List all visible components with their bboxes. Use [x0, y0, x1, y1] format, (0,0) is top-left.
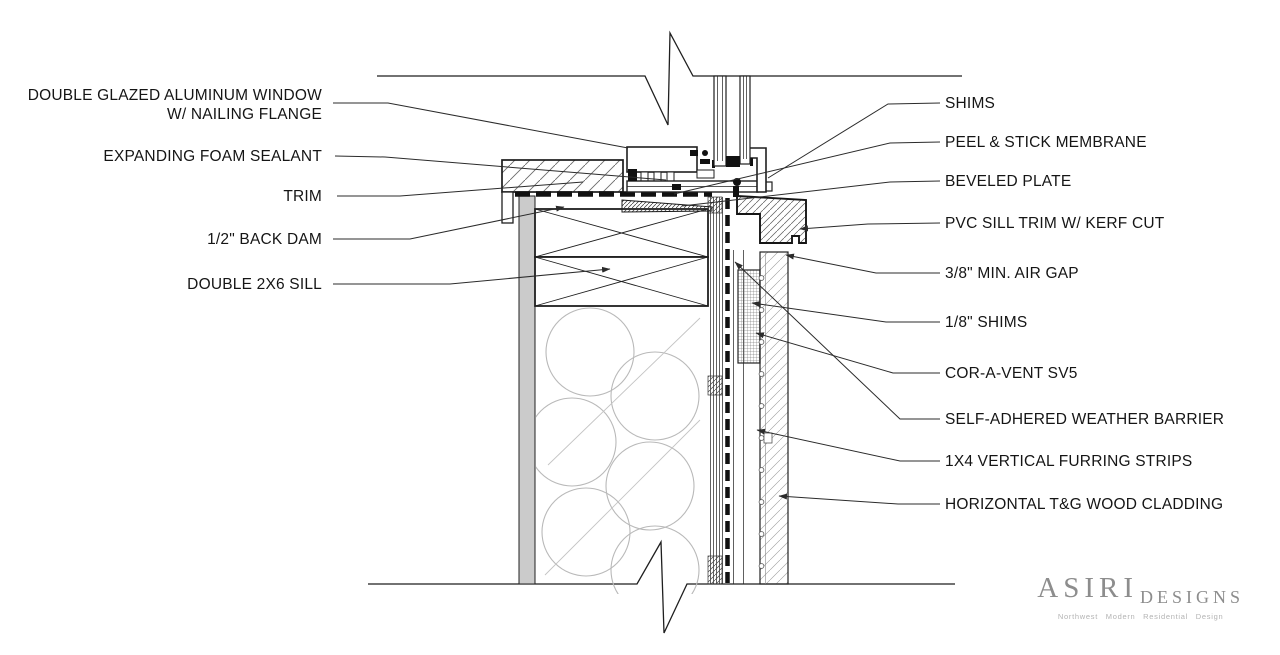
pvc-sill-trim: [736, 194, 807, 244]
leader-shims-18: [751, 301, 940, 323]
double-2x6-sill: [534, 208, 709, 307]
leader-trim: [337, 181, 584, 197]
label-window: DOUBLE GLAZED ALUMINUM WINDOW W/ NAILING…: [28, 86, 322, 124]
label-foam-sealant: EXPANDING FOAM SEALANT: [103, 148, 322, 165]
leader-window: [333, 102, 629, 149]
glazing-spacer: [726, 156, 740, 167]
leader-cor-a-vent: [755, 332, 940, 374]
asiri-designs-logo: ASIRI DESIGNS Northwest Modern Residenti…: [1037, 572, 1244, 621]
logo-tagline: Northwest Modern Residential Design: [1057, 612, 1224, 621]
sheathing-strip: [518, 195, 536, 585]
leader-cladding: [778, 493, 940, 505]
label-beveled-plate: BEVELED PLATE: [945, 173, 1072, 190]
label-window-line1: DOUBLE GLAZED ALUMINUM WINDOW: [27, 87, 322, 104]
glazing-inner-pane: [739, 75, 751, 165]
bottom-break-line: [368, 539, 955, 634]
label-wood-cladding: HORIZONTAL T&G WOOD CLADDING: [945, 496, 1224, 513]
leader-lines-left: [333, 102, 667, 285]
logo-wordmark: ASIRI DESIGNS: [1037, 572, 1244, 607]
label-cor-a-vent: COR-A-VENT SV5: [945, 365, 1078, 382]
logo-word2: DESIGNS: [1139, 587, 1244, 607]
glazing-unit: [713, 75, 751, 167]
label-window-line2: W/ NAILING FLANGE: [167, 106, 322, 123]
label-membrane: PEEL & STICK MEMBRANE: [945, 134, 1147, 151]
cor-a-vent: [737, 269, 761, 364]
leader-weather-barrier: [734, 261, 940, 420]
label-trim: TRIM: [283, 188, 322, 205]
top-break-line: [377, 30, 962, 126]
leader-furring: [756, 428, 940, 462]
window-frame: [626, 146, 773, 197]
label-air-gap: 3/8" MIN. AIR GAP: [945, 265, 1079, 282]
leader-back-dam: [333, 205, 565, 240]
beveled-plate: [621, 199, 713, 213]
leader-shims: [767, 102, 941, 179]
leader-lines-right: [673, 102, 941, 505]
label-back-dam: 1/2" BACK DAM: [207, 231, 322, 248]
label-2x6-sill: DOUBLE 2X6 SILL: [187, 276, 322, 293]
label-shims: SHIMS: [945, 95, 996, 112]
leader-air-gap: [785, 253, 940, 274]
label-shims-18: 1/8" SHIMS: [945, 314, 1028, 331]
label-weather-barrier: SELF-ADHERED WEATHER BARRIER: [945, 411, 1225, 428]
glazing-outer-pane: [713, 75, 727, 167]
label-pvc-sill-trim: PVC SILL TRIM W/ KERF CUT: [945, 215, 1165, 232]
leader-membrane: [673, 141, 941, 195]
leader-foam-sealant: [334, 155, 667, 181]
logo-name: ASIRI: [1037, 572, 1138, 604]
leader-beveled-plate: [681, 180, 941, 207]
leader-pvc-trim: [799, 222, 941, 232]
insulation-batt: [536, 307, 701, 594]
cladding-board: [758, 251, 789, 585]
label-furring-strips: 1X4 VERTICAL FURRING STRIPS: [945, 453, 1193, 470]
leader-2x6-sill: [333, 266, 611, 285]
frame-gaskets: [628, 150, 753, 197]
blocking-hatch: [707, 196, 723, 585]
